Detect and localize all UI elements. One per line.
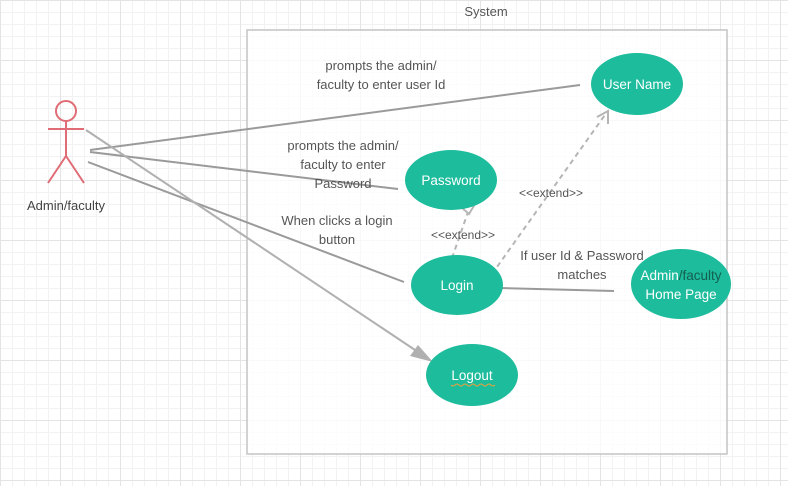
actor-figure[interactable] <box>47 100 85 184</box>
use-case-logout[interactable]: Logout <box>426 344 518 406</box>
extend-arrow-password <box>451 211 469 259</box>
use-case-login[interactable]: Login <box>411 255 503 315</box>
actor-label: Admin/faculty <box>26 198 106 213</box>
logout-arrowhead <box>410 345 433 362</box>
extend-username-label: <<extend>> <box>518 186 584 200</box>
extend-arrow-username <box>491 111 608 275</box>
spellcheck-squiggle <box>450 383 496 387</box>
extend-arrowhead-password <box>460 203 476 216</box>
use-case-login-label: Login <box>440 278 473 293</box>
use-case-home-page-line2: Home Page <box>645 287 716 302</box>
match-condition-label: If user Id & Password matches <box>520 248 644 282</box>
prompt-password-label: prompts the admin/ faculty to enter Pass… <box>287 138 399 191</box>
use-case-password-label: Password <box>421 173 480 188</box>
use-case-user-name[interactable]: User Name <box>591 53 683 115</box>
use-case-home-page-line1: Admin/faculty <box>640 268 721 283</box>
association-logout <box>85 129 425 357</box>
use-case-logout-label: Logout <box>451 368 493 383</box>
association-home-page <box>499 287 615 292</box>
use-case-user-name-label: User Name <box>603 77 671 92</box>
association-username <box>89 84 581 151</box>
extend-arrowhead-username <box>596 109 609 124</box>
system-label: System <box>464 4 508 19</box>
association-login <box>87 161 405 283</box>
extend-password-label: <<extend>> <box>430 228 496 242</box>
use-case-home-page[interactable]: Admin/faculty Home Page <box>631 249 731 319</box>
association-password <box>89 151 399 190</box>
use-case-password[interactable]: Password <box>405 150 497 210</box>
prompt-user-id-label: prompts the admin/ faculty to enter user… <box>316 58 446 92</box>
login-click-label: When clicks a login button <box>281 213 393 247</box>
